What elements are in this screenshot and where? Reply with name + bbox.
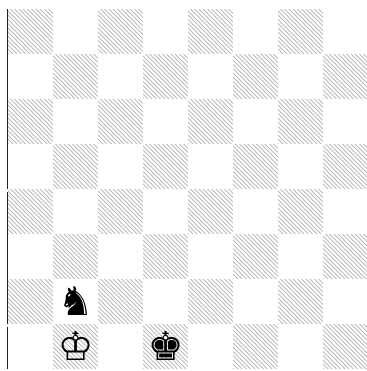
square-d3[interactable]: [143, 234, 188, 279]
square-g2[interactable]: [278, 279, 323, 324]
square-e1[interactable]: [188, 324, 233, 369]
square-d7[interactable]: [143, 54, 188, 99]
square-h4[interactable]: [323, 189, 367, 234]
square-e3[interactable]: [188, 234, 233, 279]
square-e6[interactable]: [188, 99, 233, 144]
white-king-piece[interactable]: ♔: [58, 327, 94, 367]
square-b3[interactable]: [53, 234, 98, 279]
square-f6[interactable]: [233, 99, 278, 144]
square-d8[interactable]: [143, 9, 188, 54]
square-g5[interactable]: [278, 144, 323, 189]
square-h5[interactable]: [323, 144, 367, 189]
black-knight-piece[interactable]: ♞: [58, 282, 94, 322]
square-d2[interactable]: [143, 279, 188, 324]
square-a3[interactable]: [8, 234, 53, 279]
square-c7[interactable]: [98, 54, 143, 99]
square-d6[interactable]: [143, 99, 188, 144]
square-e8[interactable]: [188, 9, 233, 54]
square-d4[interactable]: [143, 189, 188, 234]
square-a8[interactable]: [8, 9, 53, 54]
square-d5[interactable]: [143, 144, 188, 189]
square-b1[interactable]: ♔: [53, 324, 98, 369]
square-f3[interactable]: [233, 234, 278, 279]
square-e2[interactable]: [188, 279, 233, 324]
square-a6[interactable]: [8, 99, 53, 144]
square-c5[interactable]: [98, 144, 143, 189]
square-a5[interactable]: [8, 144, 53, 189]
square-a1[interactable]: [8, 324, 53, 369]
square-f8[interactable]: [233, 9, 278, 54]
square-g7[interactable]: [278, 54, 323, 99]
square-a2[interactable]: [8, 279, 53, 324]
square-g1[interactable]: [278, 324, 323, 369]
square-c4[interactable]: [98, 189, 143, 234]
square-a4[interactable]: [8, 189, 53, 234]
square-g8[interactable]: [278, 9, 323, 54]
square-c8[interactable]: [98, 9, 143, 54]
square-c6[interactable]: [98, 99, 143, 144]
square-f4[interactable]: [233, 189, 278, 234]
chess-board[interactable]: ♞ ♔ ♚: [8, 9, 367, 369]
square-g4[interactable]: [278, 189, 323, 234]
square-d1[interactable]: ♚: [143, 324, 188, 369]
square-b4[interactable]: [53, 189, 98, 234]
square-h1[interactable]: [323, 324, 367, 369]
square-e4[interactable]: [188, 189, 233, 234]
square-h6[interactable]: [323, 99, 367, 144]
square-h7[interactable]: [323, 54, 367, 99]
square-b7[interactable]: [53, 54, 98, 99]
square-a7[interactable]: [8, 54, 53, 99]
square-g3[interactable]: [278, 234, 323, 279]
square-b6[interactable]: [53, 99, 98, 144]
square-f1[interactable]: [233, 324, 278, 369]
square-b2[interactable]: ♞: [53, 279, 98, 324]
square-g6[interactable]: [278, 99, 323, 144]
square-f2[interactable]: [233, 279, 278, 324]
square-c1[interactable]: [98, 324, 143, 369]
square-f7[interactable]: [233, 54, 278, 99]
square-b5[interactable]: [53, 144, 98, 189]
square-b8[interactable]: [53, 9, 98, 54]
square-h8[interactable]: [323, 9, 367, 54]
square-e5[interactable]: [188, 144, 233, 189]
square-c3[interactable]: [98, 234, 143, 279]
square-h2[interactable]: [323, 279, 367, 324]
black-king-piece[interactable]: ♚: [148, 327, 184, 367]
square-f5[interactable]: [233, 144, 278, 189]
square-e7[interactable]: [188, 54, 233, 99]
square-c2[interactable]: [98, 279, 143, 324]
square-h3[interactable]: [323, 234, 367, 279]
